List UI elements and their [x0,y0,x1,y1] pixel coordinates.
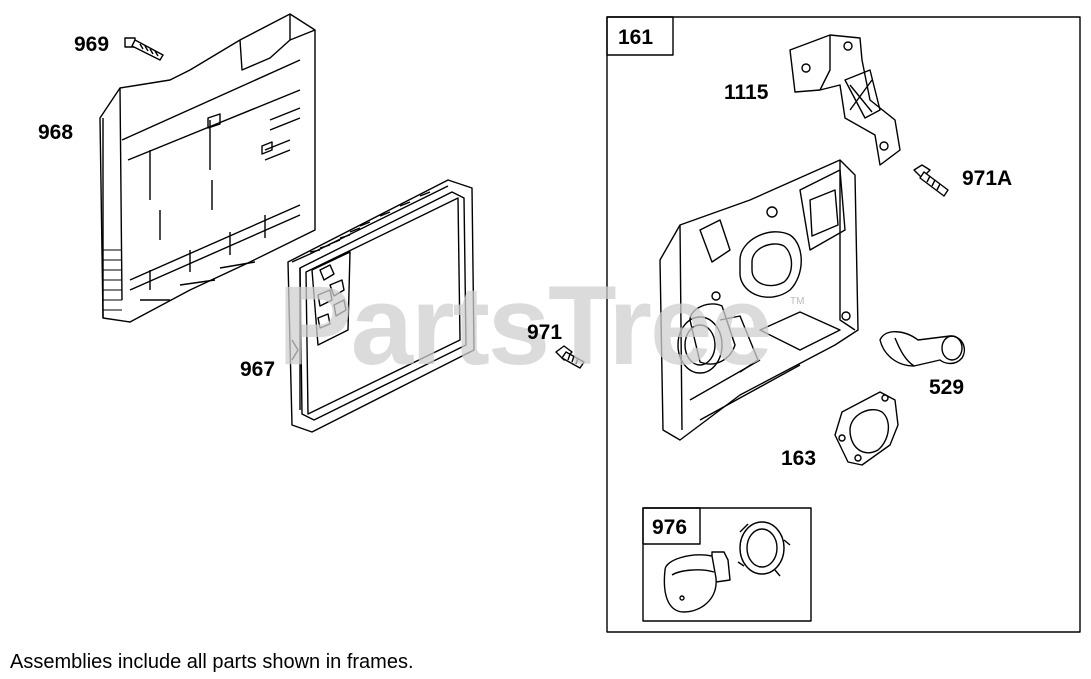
frame-976-label-box [642,507,701,545]
callout-971a: 971A [962,167,1013,190]
bracket-1115-part [789,34,901,166]
callout-971: 971 [527,321,563,344]
screw-971a-part [913,164,949,197]
callout-1115: 1115 [724,81,769,104]
frame-976-label: 976 [652,516,688,539]
air-cleaner-base-968-part [99,13,316,323]
frame-161-label: 161 [618,26,654,49]
retainer-ring-976-part [737,521,791,577]
primer-bulb-976-part [663,551,731,613]
callout-969: 969 [74,33,110,56]
air-cleaner-housing-part [659,159,859,441]
callout-163: 163 [781,447,817,470]
gasket-163-part [834,391,899,466]
watermark-trademark: TM [790,296,805,307]
elbow-tube-529-part [879,331,966,367]
callout-968: 968 [38,121,74,144]
screw-969-part [124,37,164,61]
frame-976 [642,507,812,622]
frame-161-label-box [606,16,674,56]
screw-971-part [555,345,585,369]
callout-529: 529 [929,376,965,399]
watermark-text: PartsTree [278,263,773,388]
footer-note: Assemblies include all parts shown in fr… [10,651,414,673]
filter-element-967-part [287,179,475,433]
callout-967: 967 [240,358,276,381]
frame-161 [606,16,1081,633]
